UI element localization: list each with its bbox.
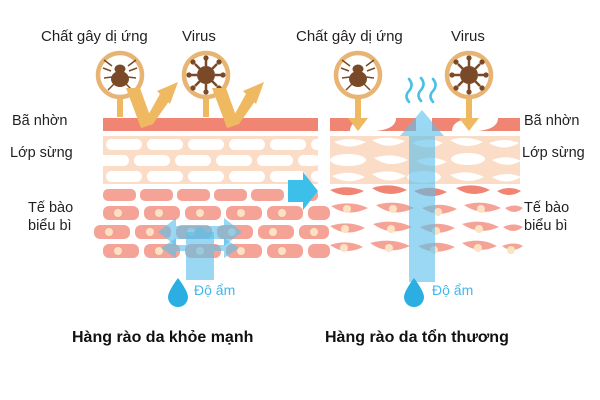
left-allergen-marker xyxy=(95,50,145,117)
right-moisture-droplet-icon xyxy=(404,278,424,307)
right-allergen-label: Chất gây dị ứng xyxy=(296,28,403,45)
left-virus-label: Virus xyxy=(182,28,216,45)
virus-icon xyxy=(186,55,226,95)
left-moisture-droplet-icon xyxy=(168,278,188,307)
right-allergen-marker xyxy=(333,50,383,131)
right-sebum-layer xyxy=(330,118,520,131)
left-virus-marker xyxy=(181,50,231,117)
left-corneum-cells xyxy=(103,139,318,182)
left-allergen-deflect-arrow xyxy=(126,82,178,128)
right-corneum-label: Lớp sừng xyxy=(522,145,585,161)
left-sebum-layer xyxy=(103,118,318,131)
left-moisture-spread-arrows xyxy=(158,218,242,246)
left-caption: Hàng rào da khỏe mạnh xyxy=(72,329,254,346)
mite-icon xyxy=(340,59,376,91)
left-virus-deflect-arrow xyxy=(212,82,264,128)
right-caption: Hàng rào da tổn thương xyxy=(325,329,509,346)
right-virus-marker xyxy=(444,50,494,131)
right-epidermal-label: Tế bào biểu bì xyxy=(524,200,570,234)
virus-icon xyxy=(449,55,489,95)
left-corneum-label: Lớp sừng xyxy=(10,145,73,161)
left-moisture-label: Độ ẩm xyxy=(194,282,236,298)
right-virus-label: Virus xyxy=(451,28,485,45)
right-moisture-escape-arrow xyxy=(400,110,444,282)
right-sebum-label: Bã nhờn xyxy=(524,113,580,129)
left-moisture-arrow xyxy=(161,226,239,280)
mite-icon xyxy=(102,59,138,91)
right-moisture-label: Độ ẩm xyxy=(432,282,474,298)
steam-icon xyxy=(405,76,437,104)
left-sebum-label: Bã nhờn xyxy=(12,113,68,129)
left-epidermal-label: Tế bào biểu bì xyxy=(28,200,74,234)
transition-arrow-icon xyxy=(288,172,318,210)
left-allergen-label: Chất gây dị ứng xyxy=(41,28,148,45)
